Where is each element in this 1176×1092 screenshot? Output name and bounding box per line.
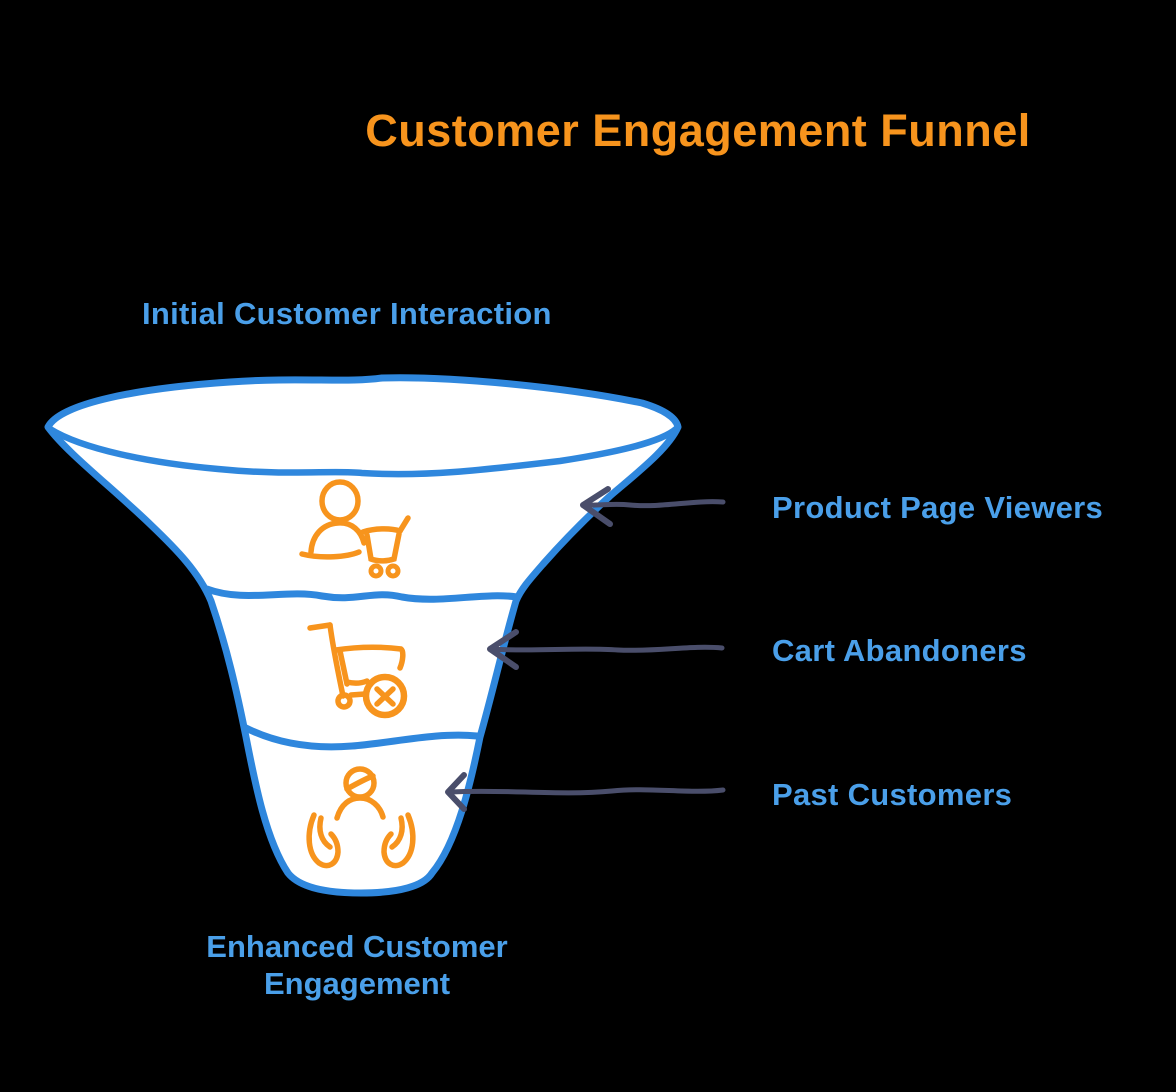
funnel-top-label: Initial Customer Interaction bbox=[142, 296, 552, 331]
stage-label-product-page-viewers: Product Page Viewers bbox=[772, 490, 1104, 525]
funnel-rim-front-line bbox=[46, 425, 680, 478]
stage-label-cart-abandoners: Cart Abandoners bbox=[772, 633, 1027, 668]
funnel-divider-line-1 bbox=[203, 585, 521, 603]
arrow-to-past-customers bbox=[445, 772, 726, 812]
diagram-title: Customer Engagement Funnel bbox=[365, 105, 1031, 156]
stage-label-past-customers: Past Customers bbox=[772, 777, 1013, 812]
funnel-divider-line-2 bbox=[242, 724, 481, 751]
funnel-shape bbox=[44, 374, 682, 897]
annotation-arrows bbox=[445, 486, 726, 812]
arrow-to-product-page-viewers bbox=[580, 486, 726, 527]
cart-cancel-icon bbox=[307, 622, 408, 719]
person-with-cart-icon bbox=[299, 479, 411, 579]
person-care-icon bbox=[306, 766, 416, 869]
arrow-to-cart-abandoners bbox=[487, 629, 725, 670]
funnel-bottom-label: Enhanced Customer Engagement bbox=[206, 929, 508, 1001]
